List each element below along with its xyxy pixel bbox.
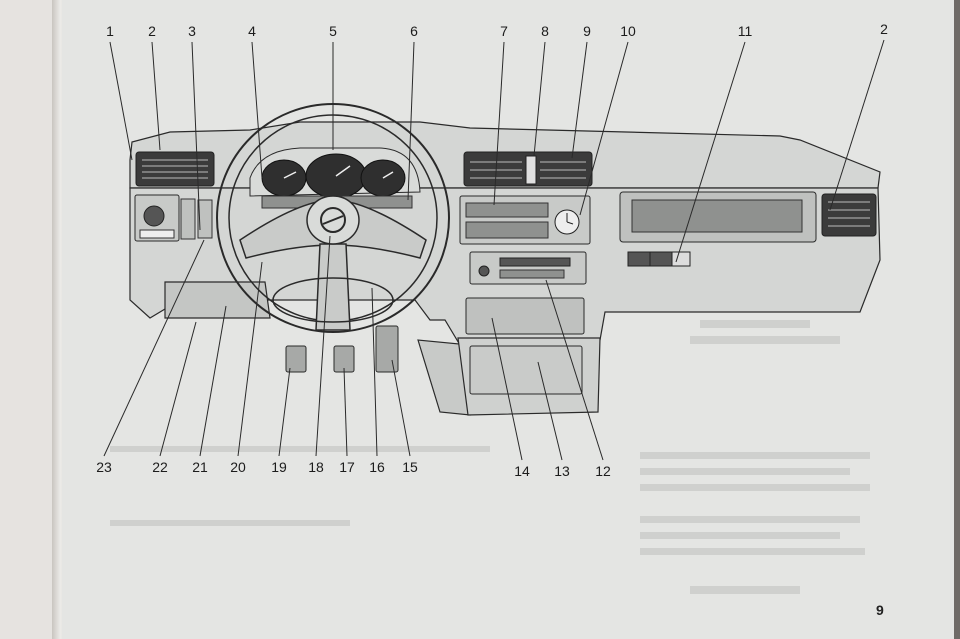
left-air-vent [135,151,215,187]
leader-line [191,41,201,231]
callout-6: 6 [410,23,418,39]
callout-23: 23 [96,459,112,475]
callout-16: 16 [369,459,385,475]
leader-line [533,41,546,157]
callout-2: 2 [148,23,156,39]
leader-line [251,41,263,179]
callout-5: 5 [329,23,337,39]
callout-15: 15 [402,459,418,475]
callout-22: 22 [152,459,168,475]
pedals [285,325,399,373]
callout-8: 8 [541,23,549,39]
accelerator-pedal [375,325,399,373]
leader-line [237,261,263,457]
leader-line [371,287,378,457]
leader-line [343,367,348,457]
callout-19: 19 [271,459,287,475]
callout-14: 14 [514,463,530,479]
callout-7: 7 [500,23,508,39]
callout-11: 11 [738,23,753,39]
leader-line [491,317,523,461]
callout-9: 9 [583,23,591,39]
callout-13: 13 [554,463,570,479]
leader-line [159,321,197,457]
callout-21: 21 [192,459,208,475]
callout-18: 18 [308,459,324,475]
leader-line [537,361,563,461]
storage-compartment [465,297,585,395]
callout-17: 17 [339,459,355,475]
leader-line [103,239,205,457]
switch-left [627,251,651,267]
leader-line [391,359,411,457]
bottom-callouts: 23 22 21 20 19 18 17 16 15 14 13 12 [96,459,611,479]
page-number: 9 [876,602,884,618]
callout-2-right: 2 [880,21,888,37]
switch-right [649,251,673,267]
leader-line [829,39,885,211]
leader-line [109,41,133,161]
callout-20: 20 [230,459,246,475]
opel-logo [320,207,346,233]
lower-trim [164,281,271,319]
radio [469,251,587,285]
callout-1: 1 [106,23,114,39]
callout-12: 12 [595,463,611,479]
right-air-vent [821,193,877,237]
light-switch-panel [134,194,213,242]
top-callouts: 1 2 3 4 5 6 7 8 9 10 11 2 [106,21,888,39]
leader-line [315,235,331,457]
leader-line [278,367,291,457]
switch-blank [671,251,691,267]
callout-3: 3 [188,23,196,39]
center-air-vents [463,151,593,187]
heater-controls [459,195,591,245]
leader-line [545,279,604,461]
leader-line [199,305,227,457]
leader-line [151,41,161,151]
leader-line [571,41,588,159]
glovebox-shelf [619,191,817,267]
callout-4: 4 [248,23,256,39]
leader-line [579,41,629,216]
callout-leaders [103,39,885,461]
leader-line [407,41,415,201]
leader-line [493,41,505,206]
leader-line [675,41,746,263]
callout-10: 10 [620,23,636,39]
clutch-pedal [285,345,307,373]
